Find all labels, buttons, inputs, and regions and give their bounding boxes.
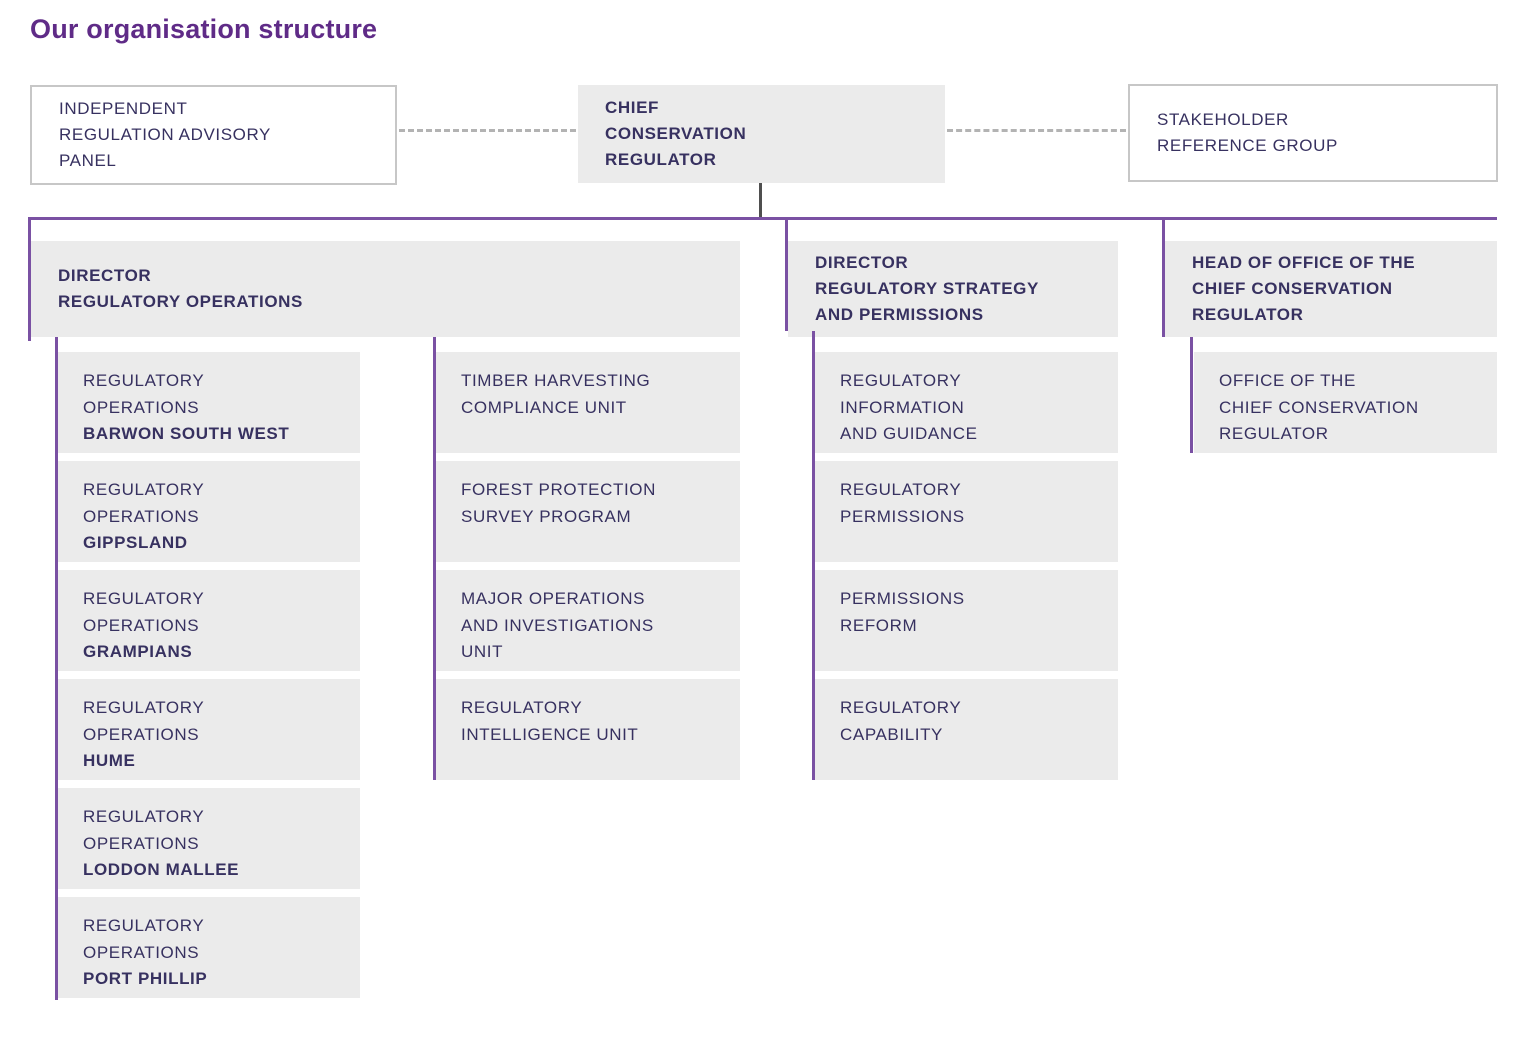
node-label-line: COMPLIANCE UNIT: [461, 397, 627, 417]
node-label-line: REGULATORY: [83, 807, 205, 826]
node-label-line: REGULATORY: [83, 916, 205, 935]
node-label-line-bold: HUME: [83, 751, 136, 770]
node-regulatory-operations-barwon-south-west: REGULATORY OPERATIONS BARWON SOUTH WEST: [58, 352, 360, 453]
node-label-line: PERMISSIONS: [840, 506, 965, 526]
node-label-line: TIMBER HARVESTING: [461, 371, 651, 390]
node-regulatory-operations-grampians: REGULATORY OPERATIONS GRAMPIANS: [58, 570, 360, 671]
node-label-line: OPERATIONS: [83, 506, 200, 526]
node-label-line: OPERATIONS: [83, 942, 200, 962]
node-label-line: CHIEF CONSERVATION: [1192, 279, 1393, 298]
node-office-of-the-ccr: OFFICE OF THE CHIEF CONSERVATION REGULAT…: [1194, 352, 1497, 453]
node-timber-harvesting-compliance-unit: TIMBER HARVESTING COMPLIANCE UNIT: [436, 352, 740, 453]
node-label-line: REGULATORY: [461, 698, 583, 717]
node-director-regulatory-strategy-permissions: DIRECTOR REGULATORY STRATEGY AND PERMISS…: [788, 241, 1118, 337]
node-label-line: INDEPENDENT: [59, 99, 188, 118]
node-label-line: PERMISSIONS: [840, 589, 965, 608]
node-regulatory-operations-port-phillip: REGULATORY OPERATIONS PORT PHILLIP: [58, 897, 360, 998]
connector-spine-office: [1190, 337, 1193, 453]
node-label-line: DIRECTOR: [58, 266, 152, 285]
node-regulatory-operations-hume: REGULATORY OPERATIONS HUME: [58, 679, 360, 780]
node-major-operations-investigations-unit: MAJOR OPERATIONS AND INVESTIGATIONS UNIT: [436, 570, 740, 671]
node-label-line: REGULATORY OPERATIONS: [58, 292, 303, 311]
node-label-line-bold: GIPPSLAND: [83, 533, 188, 552]
node-label-line: HEAD OF OFFICE OF THE: [1192, 253, 1416, 272]
node-label-line: OPERATIONS: [83, 833, 200, 853]
node-stakeholder-reference-group: STAKEHOLDER REFERENCE GROUP: [1128, 84, 1498, 182]
node-label-line: INTELLIGENCE UNIT: [461, 724, 639, 744]
node-label-line: OPERATIONS: [83, 615, 200, 635]
node-label-line: CHIEF CONSERVATION: [1219, 397, 1419, 417]
node-label-line: REGULATORY STRATEGY: [815, 279, 1039, 298]
node-independent-regulation-advisory-panel: INDEPENDENT REGULATION ADVISORY PANEL: [30, 85, 397, 185]
node-label-line: OPERATIONS: [83, 397, 200, 417]
connector-spine-units: [433, 337, 436, 780]
node-label-line: REGULATORY: [83, 698, 205, 717]
node-label-line: REFERENCE GROUP: [1157, 136, 1338, 155]
node-label-line: SURVEY PROGRAM: [461, 506, 632, 526]
node-regulatory-information-guidance: REGULATORY INFORMATION AND GUIDANCE: [815, 352, 1118, 453]
node-label-line: REFORM: [840, 615, 918, 635]
node-regulatory-operations-loddon-mallee: REGULATORY OPERATIONS LODDON MALLEE: [58, 788, 360, 889]
node-label-line: REGULATOR: [605, 150, 717, 169]
node-label-line: REGULATION ADVISORY: [59, 125, 271, 144]
node-label-line: REGULATOR: [1219, 424, 1329, 443]
node-label-line: CHIEF: [605, 98, 659, 117]
node-permissions-reform: PERMISSIONS REFORM: [815, 570, 1118, 671]
node-label-line: REGULATOR: [1192, 305, 1304, 324]
node-label-line-bold: GRAMPIANS: [83, 642, 193, 661]
node-label-line: MAJOR OPERATIONS: [461, 589, 646, 608]
node-label-line-bold: BARWON SOUTH WEST: [83, 424, 290, 443]
node-label-line: INFORMATION: [840, 397, 965, 417]
node-label-line: PANEL: [59, 151, 117, 170]
connector-spine-regions: [55, 337, 58, 1000]
node-label-line: FOREST PROTECTION: [461, 480, 657, 499]
node-label-line: UNIT: [461, 642, 504, 661]
connector-spine-strategy: [812, 331, 815, 780]
node-label-line-bold: LODDON MALLEE: [83, 860, 240, 879]
node-label-line: REGULATORY: [840, 698, 962, 717]
node-label-line: OFFICE OF THE: [1219, 371, 1356, 390]
node-regulatory-permissions: REGULATORY PERMISSIONS: [815, 461, 1118, 562]
node-label-line: REGULATORY: [83, 480, 205, 499]
node-forest-protection-survey-program: FOREST PROTECTION SURVEY PROGRAM: [436, 461, 740, 562]
dashed-connector-right: [947, 129, 1126, 132]
node-label-line: CAPABILITY: [840, 724, 943, 744]
node-label-line: CONSERVATION: [605, 124, 747, 143]
node-regulatory-operations-gippsland: REGULATORY OPERATIONS GIPPSLAND: [58, 461, 360, 562]
dashed-connector-left: [399, 129, 576, 132]
node-regulatory-capability: REGULATORY CAPABILITY: [815, 679, 1118, 780]
node-head-office-ccr: HEAD OF OFFICE OF THE CHIEF CONSERVATION…: [1165, 241, 1497, 337]
node-label-line-bold: PORT PHILLIP: [83, 969, 208, 988]
node-label-line: REGULATORY: [83, 371, 205, 390]
node-label-line: DIRECTOR: [815, 253, 909, 272]
node-label-line: STAKEHOLDER: [1157, 110, 1289, 129]
node-regulatory-intelligence-unit: REGULATORY INTELLIGENCE UNIT: [436, 679, 740, 780]
node-label-line: AND GUIDANCE: [840, 424, 978, 443]
node-label-line: REGULATORY: [840, 371, 962, 390]
node-label-line: AND INVESTIGATIONS: [461, 615, 654, 635]
page-title: Our organisation structure: [30, 14, 378, 44]
connector-branch-strategy: [785, 217, 788, 331]
node-label-line: REGULATORY: [83, 589, 205, 608]
node-chief-conservation-regulator: CHIEF CONSERVATION REGULATOR: [578, 85, 945, 183]
connector-branch-operations: [28, 217, 31, 341]
node-director-regulatory-operations: DIRECTOR REGULATORY OPERATIONS: [31, 241, 740, 337]
node-label-line: OPERATIONS: [83, 724, 200, 744]
node-label-line: AND PERMISSIONS: [815, 305, 984, 324]
node-label-line: REGULATORY: [840, 480, 962, 499]
connector-ccr-drop: [759, 183, 762, 218]
connector-horizontal-rail: [28, 217, 1497, 220]
connector-branch-office: [1162, 217, 1165, 337]
